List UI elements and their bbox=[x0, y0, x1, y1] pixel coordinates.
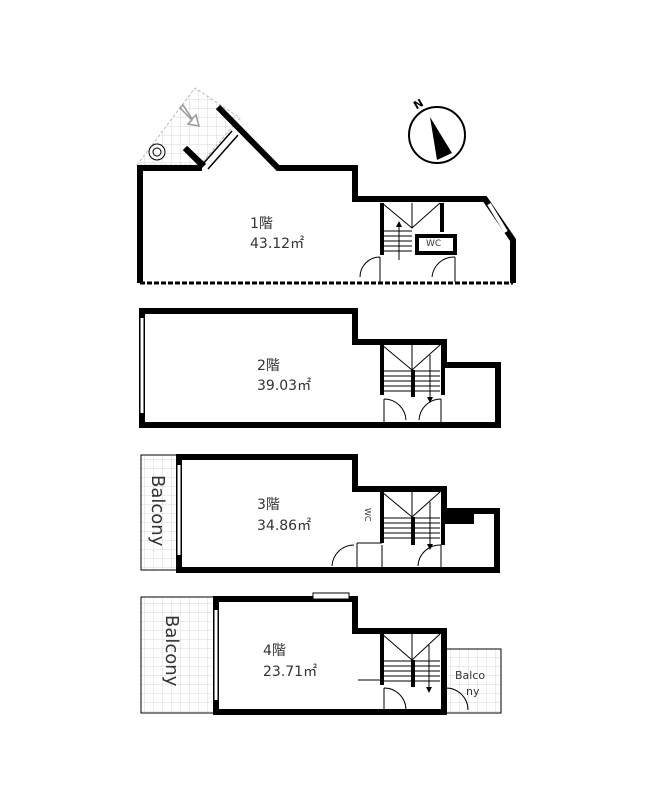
floor-1: WC 1階 43.12㎡ bbox=[135, 87, 516, 285]
wc-label: WC bbox=[426, 239, 441, 249]
small-balcony-label-line1: Balco bbox=[455, 669, 485, 682]
floor-3: Balcony WC 3階 34.86㎡ bbox=[140, 454, 500, 573]
floor-area: 34.86㎡ bbox=[257, 518, 311, 534]
balcony-label: Balcony bbox=[161, 615, 182, 687]
entrance-arrow-icon bbox=[178, 103, 201, 127]
floor-2: 2階 39.03㎡ bbox=[139, 308, 501, 428]
compass-icon: N bbox=[408, 96, 466, 164]
balcony-label: Balcony bbox=[147, 475, 168, 547]
small-balcony-label-line2: ny bbox=[466, 685, 480, 698]
floor-area: 43.12㎡ bbox=[250, 236, 304, 252]
floor-name: 3階 bbox=[257, 497, 280, 513]
floor-area: 23.71㎡ bbox=[263, 664, 317, 680]
gas-meter-icon bbox=[148, 143, 166, 161]
floor-area: 39.03㎡ bbox=[257, 378, 311, 394]
floor-4: Balcony Balco ny 4階 23.71㎡ bbox=[140, 592, 502, 715]
floor-name: 1階 bbox=[250, 216, 273, 232]
floor-name: 2階 bbox=[257, 358, 280, 374]
floor-name: 4階 bbox=[263, 643, 286, 659]
wc-label: WC bbox=[363, 508, 372, 522]
